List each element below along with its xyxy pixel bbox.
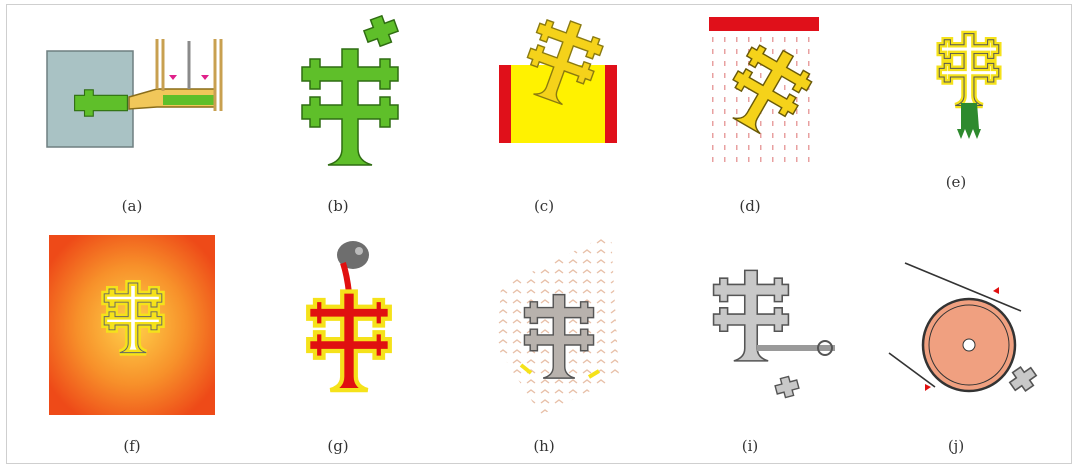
panel-b-tree-assembly: (b) bbox=[235, 11, 441, 226]
caption-d: (d) bbox=[647, 197, 853, 215]
finishing-diagram bbox=[853, 227, 1059, 442]
wheel-hub bbox=[963, 339, 975, 351]
saw-arm bbox=[757, 345, 835, 351]
caption-i: (i) bbox=[647, 437, 853, 455]
panel-f-burnout: (f) bbox=[29, 227, 235, 442]
filled-mold bbox=[308, 292, 390, 391]
caption-f: (f) bbox=[29, 437, 235, 455]
tank-wall-right bbox=[605, 65, 617, 143]
pouring-diagram bbox=[235, 227, 441, 442]
caption-c: (c) bbox=[441, 197, 647, 215]
tank-wall-left bbox=[499, 65, 511, 143]
wax-injection-diagram bbox=[29, 11, 235, 226]
figure-frame: (a) (b) (c) bbox=[6, 4, 1072, 464]
cutoff-diagram bbox=[647, 227, 853, 442]
shell-tree bbox=[939, 34, 999, 106]
wax-tree bbox=[302, 49, 398, 165]
caption-a: (a) bbox=[29, 197, 235, 215]
slurry-dip-diagram bbox=[441, 11, 647, 226]
rotation-arrow-top bbox=[993, 287, 999, 294]
wax-part-attaching bbox=[361, 12, 401, 49]
dewax-diagram bbox=[853, 11, 1059, 226]
stucco-diagram bbox=[647, 11, 853, 226]
panel-h-knockout: (h) bbox=[441, 227, 647, 442]
caption-h: (h) bbox=[441, 437, 647, 455]
ladle-pivot bbox=[355, 247, 363, 255]
panel-i-cutoff: (i) bbox=[647, 227, 853, 442]
wax-drips bbox=[957, 129, 981, 139]
separated-part bbox=[774, 375, 801, 400]
panel-g-pouring: (g) bbox=[235, 227, 441, 442]
part-being-ground bbox=[1006, 362, 1040, 395]
caption-e: (e) bbox=[853, 173, 1059, 191]
panel-d-stucco: (d) bbox=[647, 11, 853, 226]
wax-reservoir bbox=[163, 95, 215, 105]
caption-j: (j) bbox=[853, 437, 1059, 455]
rotation-arrow-bottom bbox=[925, 384, 931, 391]
panel-e-dewax: (e) bbox=[853, 11, 1059, 226]
tree-assembly-diagram bbox=[235, 11, 441, 226]
caption-b: (b) bbox=[235, 197, 441, 215]
burnout-diagram bbox=[29, 227, 235, 442]
panel-c-slurry-dip: (c) bbox=[441, 11, 647, 226]
knockout-diagram bbox=[441, 227, 647, 442]
sand-dispenser bbox=[709, 17, 819, 31]
caption-g: (g) bbox=[235, 437, 441, 455]
panel-a-wax-injection: (a) bbox=[29, 11, 235, 226]
panel-j-finishing: (j) bbox=[853, 227, 1059, 442]
wax-draining bbox=[961, 103, 979, 129]
